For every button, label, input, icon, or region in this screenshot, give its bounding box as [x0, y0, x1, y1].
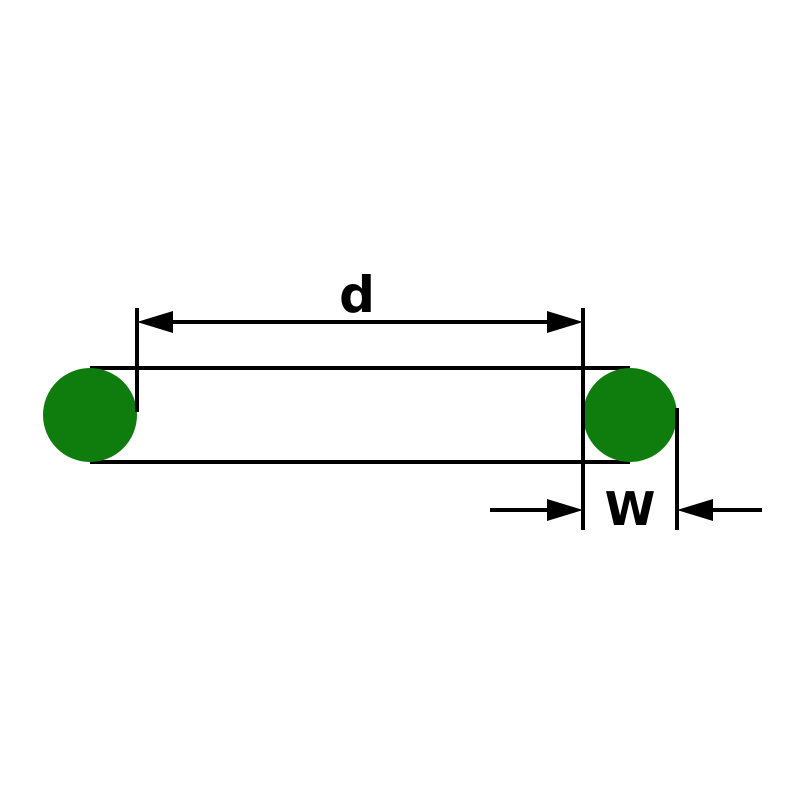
width-arrowhead-right-icon: [677, 499, 713, 521]
oring-right-cross-section: [583, 368, 677, 462]
width-label: W: [605, 482, 656, 536]
width-arrowhead-left-icon: [547, 499, 583, 521]
oring-left-cross-section: [43, 368, 137, 462]
inner-diameter-arrowhead-right-icon: [547, 311, 583, 333]
inner-diameter-label: d: [339, 266, 375, 324]
inner-diameter-arrowhead-left-icon: [137, 311, 173, 333]
